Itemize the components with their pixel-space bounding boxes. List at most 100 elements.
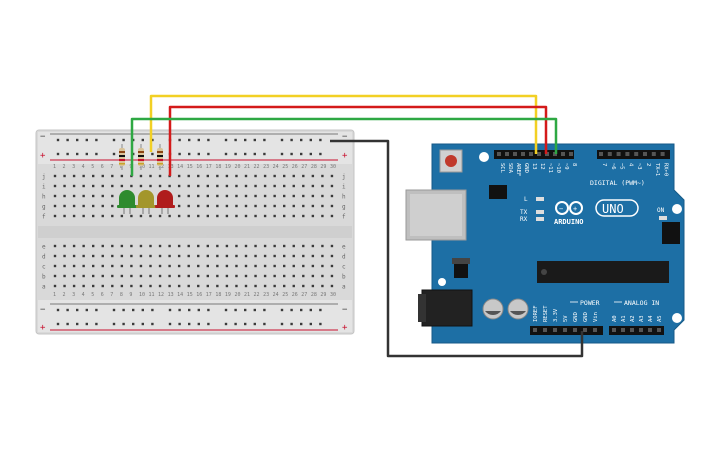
rail-hole [234, 322, 237, 326]
terminal-hole [111, 274, 114, 278]
rail-minus-top-right: − [342, 132, 348, 142]
terminal-hole [302, 244, 305, 248]
terminal-hole [292, 254, 295, 258]
rail-hole [234, 152, 237, 156]
rail-hole [300, 152, 303, 156]
mount-hole-2 [672, 204, 682, 214]
terminal-hole [149, 214, 152, 218]
row-label: c [42, 264, 46, 271]
rail-hole [56, 308, 60, 312]
rail-hole [253, 308, 256, 312]
rail-hole [132, 322, 135, 326]
terminal-hole [187, 204, 190, 208]
power-jack [421, 289, 473, 327]
terminal-hole [82, 244, 85, 248]
terminal-hole [235, 254, 238, 258]
rail-hole [244, 322, 247, 326]
terminal-hole [235, 264, 238, 268]
terminal-hole [53, 264, 57, 268]
terminal-hole [158, 274, 162, 278]
rail-hole [290, 308, 293, 312]
rail-hole [253, 152, 256, 156]
terminal-hole [311, 244, 315, 248]
row-label: e [42, 244, 46, 251]
terminal-hole [283, 204, 286, 208]
terminal-hole [187, 174, 190, 178]
terminal-hole [82, 254, 85, 258]
column-number: 28 [311, 164, 317, 170]
header-pin [643, 152, 647, 156]
rail-hole [76, 138, 79, 142]
svg-text:−: − [559, 205, 563, 213]
column-number: 18 [215, 164, 221, 170]
digital-pin-label: ~3 [636, 163, 642, 170]
row-label: j [342, 174, 346, 181]
terminal-hole [101, 184, 104, 188]
rail-hole [168, 322, 172, 326]
header-pins [497, 152, 665, 332]
rail-hole [95, 138, 98, 142]
terminal-hole [321, 274, 324, 278]
terminal-hole [263, 284, 267, 288]
digital-header-right [597, 150, 670, 159]
rail-minus-bottom-right: − [342, 305, 348, 315]
terminal-hole [321, 244, 324, 248]
power-label: POWER [580, 299, 600, 307]
wire-red-pin12 [168, 105, 548, 176]
terminal-hole [187, 184, 190, 188]
rail-hole [66, 152, 69, 156]
power-pin-label: IOREF [533, 305, 539, 322]
terminal-hole [302, 254, 305, 258]
terminal-hole [216, 184, 219, 188]
rail-hole [319, 308, 322, 312]
terminal-hole [283, 194, 286, 198]
terminal-hole [177, 214, 181, 218]
column-number: 7 [110, 164, 113, 170]
power-pin-label: GND [583, 312, 589, 322]
row-label: e [342, 244, 346, 251]
header-pin [569, 152, 573, 156]
header-pin [634, 152, 639, 156]
column-number: 8 [120, 164, 123, 170]
rail-hole [244, 308, 247, 312]
column-number: 1 [53, 164, 56, 170]
rail-hole [300, 308, 303, 312]
column-number: 17 [206, 164, 212, 170]
row-label: i [42, 184, 46, 191]
rail-hole [263, 308, 266, 312]
terminal-hole [235, 274, 238, 278]
terminal-hole [168, 274, 171, 278]
column-number: 2 [63, 164, 66, 170]
terminal-hole [130, 184, 133, 188]
terminal-hole [244, 264, 248, 268]
terminal-hole [53, 174, 57, 178]
terminal-hole [82, 194, 85, 198]
power-pin-label: GND [573, 312, 579, 322]
terminal-hole [101, 274, 104, 278]
terminal-hole [120, 264, 124, 268]
column-number: 19 [225, 292, 231, 298]
model-label: UNO [602, 202, 624, 216]
terminal-hole [263, 264, 267, 268]
arduino-uno-board: L TX RX ON − + ARDUINO UNO DIGITAL (PWM~… [405, 143, 685, 344]
rail-hole [112, 152, 116, 156]
rail-hole [197, 152, 200, 156]
terminal-hole [273, 264, 276, 268]
column-number: 3 [72, 164, 75, 170]
rail-plus-bottom-left: + [40, 323, 46, 333]
analog-pin-label: A4 [648, 315, 654, 322]
column-number: 20 [234, 292, 240, 298]
rail-hole [112, 308, 116, 312]
column-number: 11 [149, 164, 155, 170]
terminal-hole [302, 204, 305, 208]
terminal-hole [216, 254, 219, 258]
terminal-hole [187, 214, 190, 218]
header-pin [651, 152, 656, 156]
terminal-hole [263, 204, 267, 208]
terminal-hole [158, 174, 162, 178]
terminal-hole [206, 194, 209, 198]
terminal-hole [254, 204, 257, 208]
rail-hole [280, 138, 284, 142]
rail-hole [122, 308, 125, 312]
